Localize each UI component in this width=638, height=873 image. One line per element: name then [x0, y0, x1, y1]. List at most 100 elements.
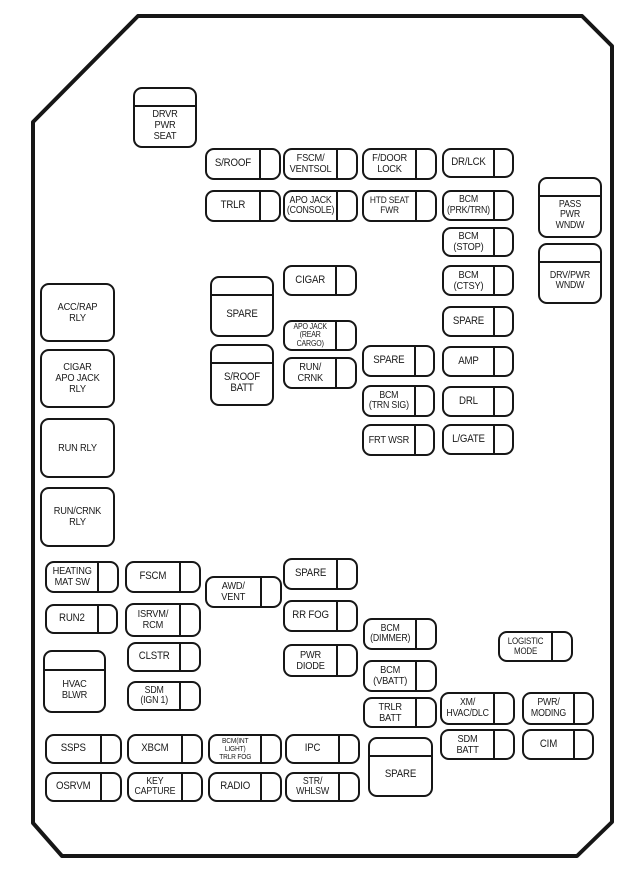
divider-line [336, 150, 339, 178]
divider-line [415, 620, 418, 648]
fuse-frt-wsr: FRT WSR [362, 424, 435, 456]
divider-line [492, 348, 495, 375]
fuse-apo-jack-rear-cargo: APO JACK (REAR CARGO) [283, 320, 357, 351]
fuse-label: HTD SEAT FWR [369, 195, 410, 216]
fuse-label: SDM BATT [456, 732, 479, 756]
divider-line [335, 359, 338, 387]
divider-line [336, 560, 339, 588]
relay-spare: SPARE [368, 737, 433, 797]
fuse-bcm-vbatt: BCM (VBATT) [363, 660, 437, 692]
fuse-label: FSCM/ VENTSOL [289, 152, 332, 175]
fuse-radio: RADIO [208, 772, 282, 802]
fuse-xbcm: XBCM [127, 734, 203, 764]
fuse-label: HEATING MAT SW [52, 565, 92, 588]
divider-line [336, 192, 339, 220]
fuse-apo-jack-console: APO JACK (CONSOLE) [283, 190, 358, 222]
divider-line [180, 736, 183, 762]
fuse-osrvm: OSRVM [45, 772, 122, 802]
fuse-label: APO JACK (REAR CARGO) [293, 322, 327, 348]
fuse-label: APO JACK (CONSOLE) [286, 194, 335, 216]
divider-line [338, 774, 341, 800]
divider-line [413, 426, 416, 454]
fuse-run-crnk: RUN/ CRNK [283, 357, 357, 389]
fuse-label: KEY CAPTURE [134, 775, 176, 797]
divider-line [258, 192, 261, 220]
fuse-label: SSPS [60, 742, 86, 755]
fuse-label: CIGAR [295, 273, 326, 286]
divider-line [99, 774, 102, 800]
fuse-bcm-ctsy: BCM (CTSY) [442, 265, 514, 296]
fuse-bcm-prk-trn: BCM (PRK/TRN) [442, 190, 514, 221]
fuse-ipc: IPC [285, 734, 360, 764]
divider-line [179, 644, 182, 670]
divider-line [180, 774, 183, 800]
divider-line [336, 646, 339, 675]
fuse-label: DR/LCK [451, 156, 486, 169]
fuse-label: BCM (STOP) [453, 230, 484, 253]
divider-line [540, 194, 600, 197]
divider-line [178, 605, 181, 635]
fuse-label: STR/ WHLSW [296, 775, 329, 797]
fuse-heating-mat-sw: HEATING MAT SW [45, 561, 119, 593]
panel-outline-shape [31, 14, 614, 858]
fuse-pwr-diode: PWR DIODE [283, 644, 358, 677]
divider-line [492, 150, 495, 176]
fuse-label: DRVR PWR SEAT [152, 108, 178, 142]
fuse-label: TRLR BATT [378, 700, 402, 724]
fuse-rr-fog: RR FOG [283, 600, 358, 632]
fuse-label: RUN/ CRNK [297, 361, 323, 384]
fuse-label: CIGAR APO JACK RLY [55, 361, 100, 395]
fuse-fscm: FSCM [125, 561, 201, 593]
fuse-f-door-lock: F/DOOR LOCK [362, 148, 437, 180]
fuse-str-whlsw: STR/ WHLSW [285, 772, 360, 802]
fuse-label: BCM (VBATT) [373, 664, 408, 687]
fuse-label: OSRVM [56, 780, 91, 793]
divider-line [370, 754, 431, 757]
fuse-label: LOGISTIC MODE [507, 636, 544, 656]
fuse-label: IPC [304, 742, 321, 755]
fuse-label: TRLR [220, 199, 246, 212]
divider-line [415, 192, 418, 220]
fuse-l-gate: L/GATE [442, 424, 514, 455]
fuse-label: S/ROOF [214, 157, 251, 170]
fuse-label: SPARE [226, 307, 258, 320]
fuse-label: XM/ HVAC/DLC [446, 697, 489, 719]
fuse-label: SPARE [452, 314, 485, 327]
divider-line [338, 736, 341, 762]
fuse-htd-seat-fwr: HTD SEAT FWR [362, 190, 437, 222]
fuse-label: DRV/PWR WNDW [549, 270, 591, 292]
fuse-cim: CIM [522, 729, 594, 760]
divider-line [492, 192, 495, 219]
divider-line [492, 426, 495, 453]
fuse-spare: SPARE [283, 558, 358, 590]
fuse-fscm-ventsol: FSCM/ VENTSOL [283, 148, 358, 180]
divider-line [135, 104, 195, 107]
relay-hvac-blwr: HVAC BLWR [43, 650, 106, 713]
fuse-key-capture: KEY CAPTURE [127, 772, 203, 802]
divider-line [335, 322, 338, 349]
fuse-bcm-dimmer: BCM (DIMMER) [363, 618, 437, 650]
fuse-label: FSCM [139, 570, 167, 583]
fuse-bcm-trn-sig: BCM (TRN SIG) [362, 385, 435, 417]
fuse-label: SPARE [373, 354, 405, 367]
fuse-label: S/ROOF BATT [223, 370, 261, 395]
divider-line [260, 774, 263, 800]
divider-line [572, 731, 575, 758]
fuse-awd-vent: AWD/ VENT [205, 576, 282, 608]
fuse-clstr: CLSTR [127, 642, 201, 672]
divider-line [212, 362, 272, 365]
divider-line [540, 260, 600, 263]
fuse-spare: SPARE [442, 306, 514, 337]
fuse-dr-lck: DR/LCK [442, 148, 514, 178]
divider-line [492, 267, 495, 294]
fuse-s-roof: S/ROOF [205, 148, 281, 180]
fuse-run2: RUN2 [45, 604, 118, 634]
relay-pass-pwr-wndw: PASS PWR WNDW [538, 177, 602, 238]
divider-line [260, 736, 263, 762]
fuse-amp: AMP [442, 346, 514, 377]
relay-run-crnk-rly: RUN/CRNK RLY [40, 487, 115, 547]
divider-line [493, 731, 496, 758]
divider-line [551, 633, 554, 660]
divider-line [415, 699, 418, 726]
